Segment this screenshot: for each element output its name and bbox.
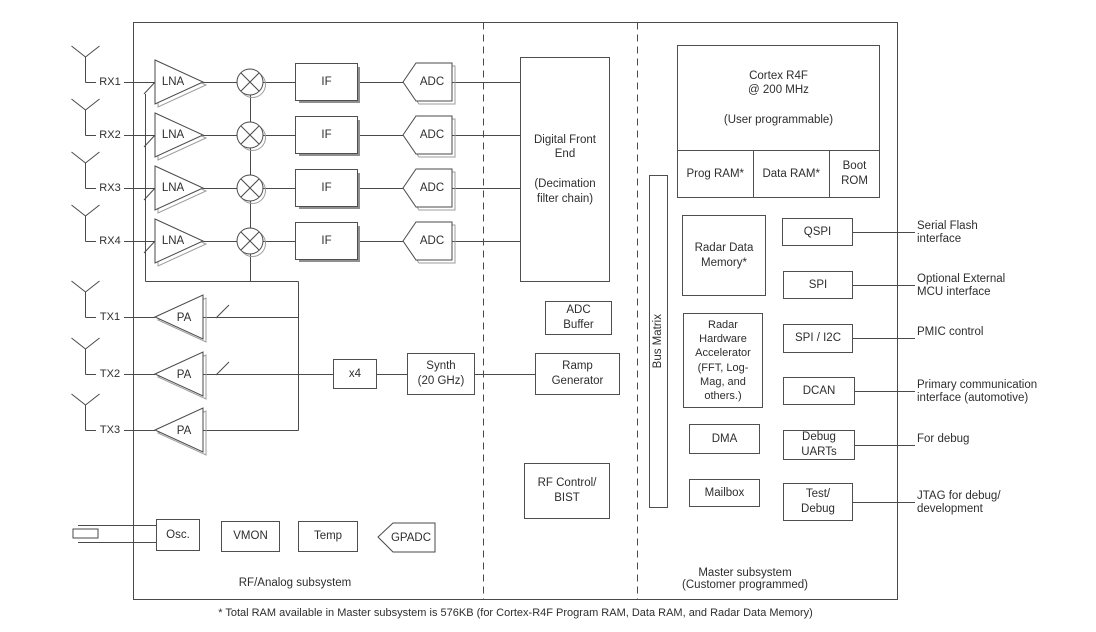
multiplier-x4-block: x4 bbox=[333, 359, 377, 389]
rx4-port-label: RX4 bbox=[96, 234, 124, 249]
cortex-r4f-block: Cortex R4F @ 200 MHz (User programmable)… bbox=[677, 45, 880, 198]
test-debug-block: Test/ Debug bbox=[783, 483, 853, 521]
vmon-block: VMON bbox=[221, 521, 280, 552]
boot-rom-cell: Boot ROM bbox=[828, 151, 879, 197]
tx3-port-label: TX3 bbox=[96, 423, 124, 438]
adc-shape bbox=[402, 62, 453, 261]
spi-i2c-block: SPI / I2C bbox=[783, 324, 853, 353]
lna-label: LNA bbox=[161, 128, 185, 141]
oscillator-block: Osc. bbox=[156, 519, 200, 551]
tx1-port-label: TX1 bbox=[96, 310, 124, 325]
adc-label: ADC bbox=[419, 234, 445, 247]
debug-uarts-block: Debug UARTs bbox=[783, 430, 855, 460]
annotation-serial-flash: Serial Flash interface bbox=[917, 220, 978, 245]
rf-control-bist-block: RF Control/ BIST bbox=[524, 463, 610, 519]
if-block: IF bbox=[295, 222, 358, 260]
mixer-icon bbox=[236, 68, 264, 255]
ram-footnote: * Total RAM available in Master subsyste… bbox=[218, 607, 813, 619]
lna-label: LNA bbox=[161, 75, 185, 88]
antenna-icon bbox=[71, 280, 100, 431]
pa-gain-slash bbox=[215, 304, 230, 376]
annotation-mcu-interface: Optional External MCU interface bbox=[917, 273, 1006, 298]
pa-label: PA bbox=[176, 424, 192, 437]
rx1-port-label: RX1 bbox=[96, 75, 124, 90]
if-block: IF bbox=[295, 169, 358, 207]
rf-analog-subsystem-label: RF/Analog subsystem bbox=[238, 577, 352, 589]
spi-block: SPI bbox=[783, 271, 853, 299]
cortex-r4f-title: Cortex R4F @ 200 MHz (User programmable) bbox=[678, 46, 879, 151]
radar-data-memory-block: Radar Data Memory* bbox=[682, 215, 766, 296]
gpadc-label: GPADC bbox=[390, 531, 432, 544]
antenna-icon bbox=[71, 45, 100, 242]
master-subsystem-label: Master subsystem (Customer programmed) bbox=[682, 567, 808, 591]
annotation-for-debug: For debug bbox=[917, 433, 970, 445]
lna-gain-slash bbox=[143, 80, 157, 254]
annotation-primary-comm: Primary communication interface (automot… bbox=[917, 379, 1038, 404]
rx3-port-label: RX3 bbox=[96, 181, 124, 196]
adc-label: ADC bbox=[419, 128, 445, 141]
rx2-port-label: RX2 bbox=[96, 128, 124, 143]
synth-block: Synth (20 GHz) bbox=[407, 353, 475, 395]
if-block: IF bbox=[295, 116, 358, 154]
adc-label: ADC bbox=[419, 181, 445, 194]
if-block: IF bbox=[295, 63, 358, 101]
adc-label: ADC bbox=[419, 75, 445, 88]
dma-block: DMA bbox=[689, 424, 760, 454]
ramp-generator-block: Ramp Generator bbox=[535, 353, 620, 395]
temp-sensor-block: Temp bbox=[298, 521, 358, 552]
crystal-oscillator-icon bbox=[72, 525, 156, 543]
bus-matrix-label: Bus Matrix bbox=[652, 314, 665, 369]
bus-matrix-block: Bus Matrix bbox=[649, 175, 668, 508]
chip-outline bbox=[133, 22, 898, 600]
pa-label: PA bbox=[176, 311, 192, 324]
data-ram-cell: Data RAM* bbox=[752, 151, 829, 197]
adc-buffer-block: ADC Buffer bbox=[545, 301, 612, 335]
gpadc-shape bbox=[377, 522, 436, 553]
qspi-block: QSPI bbox=[782, 218, 853, 246]
dcan-block: DCAN bbox=[783, 377, 855, 405]
lna-label: LNA bbox=[161, 181, 185, 194]
digital-front-end-block: Digital Front End (Decimation filter cha… bbox=[520, 57, 610, 282]
annotation-jtag: JTAG for debug/ development bbox=[917, 490, 1001, 515]
mailbox-block: Mailbox bbox=[689, 479, 760, 507]
prog-ram-cell: Prog RAM* bbox=[686, 167, 745, 180]
radar-hw-accelerator-block: Radar Hardware Accelerator (FFT, Log- Ma… bbox=[683, 313, 763, 408]
pa-label: PA bbox=[176, 368, 192, 381]
annotation-pmic-control: PMIC control bbox=[917, 326, 984, 338]
lna-label: LNA bbox=[161, 234, 185, 247]
tx2-port-label: TX2 bbox=[96, 367, 124, 382]
pa-amplifier-shape bbox=[153, 294, 204, 453]
lna-amplifier-shape bbox=[154, 59, 205, 264]
